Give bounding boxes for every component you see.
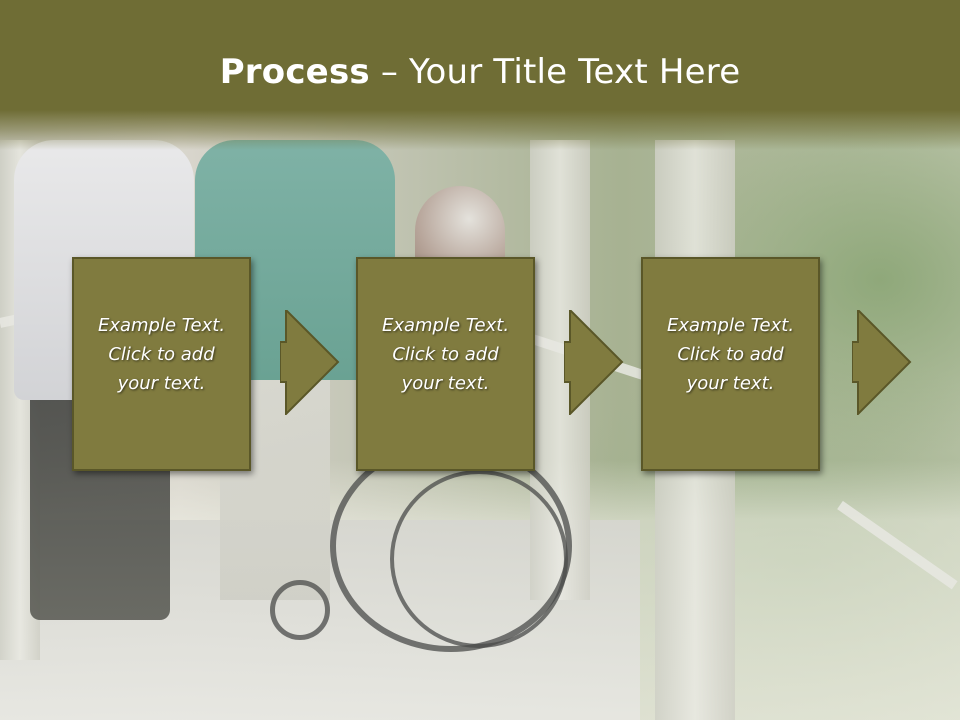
right-arrow-icon	[564, 310, 624, 415]
title-band	[0, 0, 960, 150]
slide-title[interactable]: Process – Your Title Text Here	[0, 52, 960, 92]
title-bold: Process	[219, 52, 370, 92]
right-arrow-icon	[280, 310, 340, 415]
title-rest: – Your Title Text Here	[369, 52, 741, 92]
step-2-text[interactable]: Example Text. Click to add your text.	[381, 315, 510, 394]
handrail	[837, 500, 958, 590]
step-3-text[interactable]: Example Text. Click to add your text.	[666, 315, 795, 394]
process-step-1[interactable]: Example Text. Click to add your text.	[72, 257, 251, 471]
right-arrow-icon	[852, 310, 912, 415]
wheelchair-wheel	[390, 470, 568, 648]
wheelchair-caster	[270, 580, 330, 640]
process-step-2[interactable]: Example Text. Click to add your text.	[356, 257, 535, 471]
step-1-text[interactable]: Example Text. Click to add your text.	[97, 315, 226, 394]
process-step-3[interactable]: Example Text. Click to add your text.	[641, 257, 820, 471]
